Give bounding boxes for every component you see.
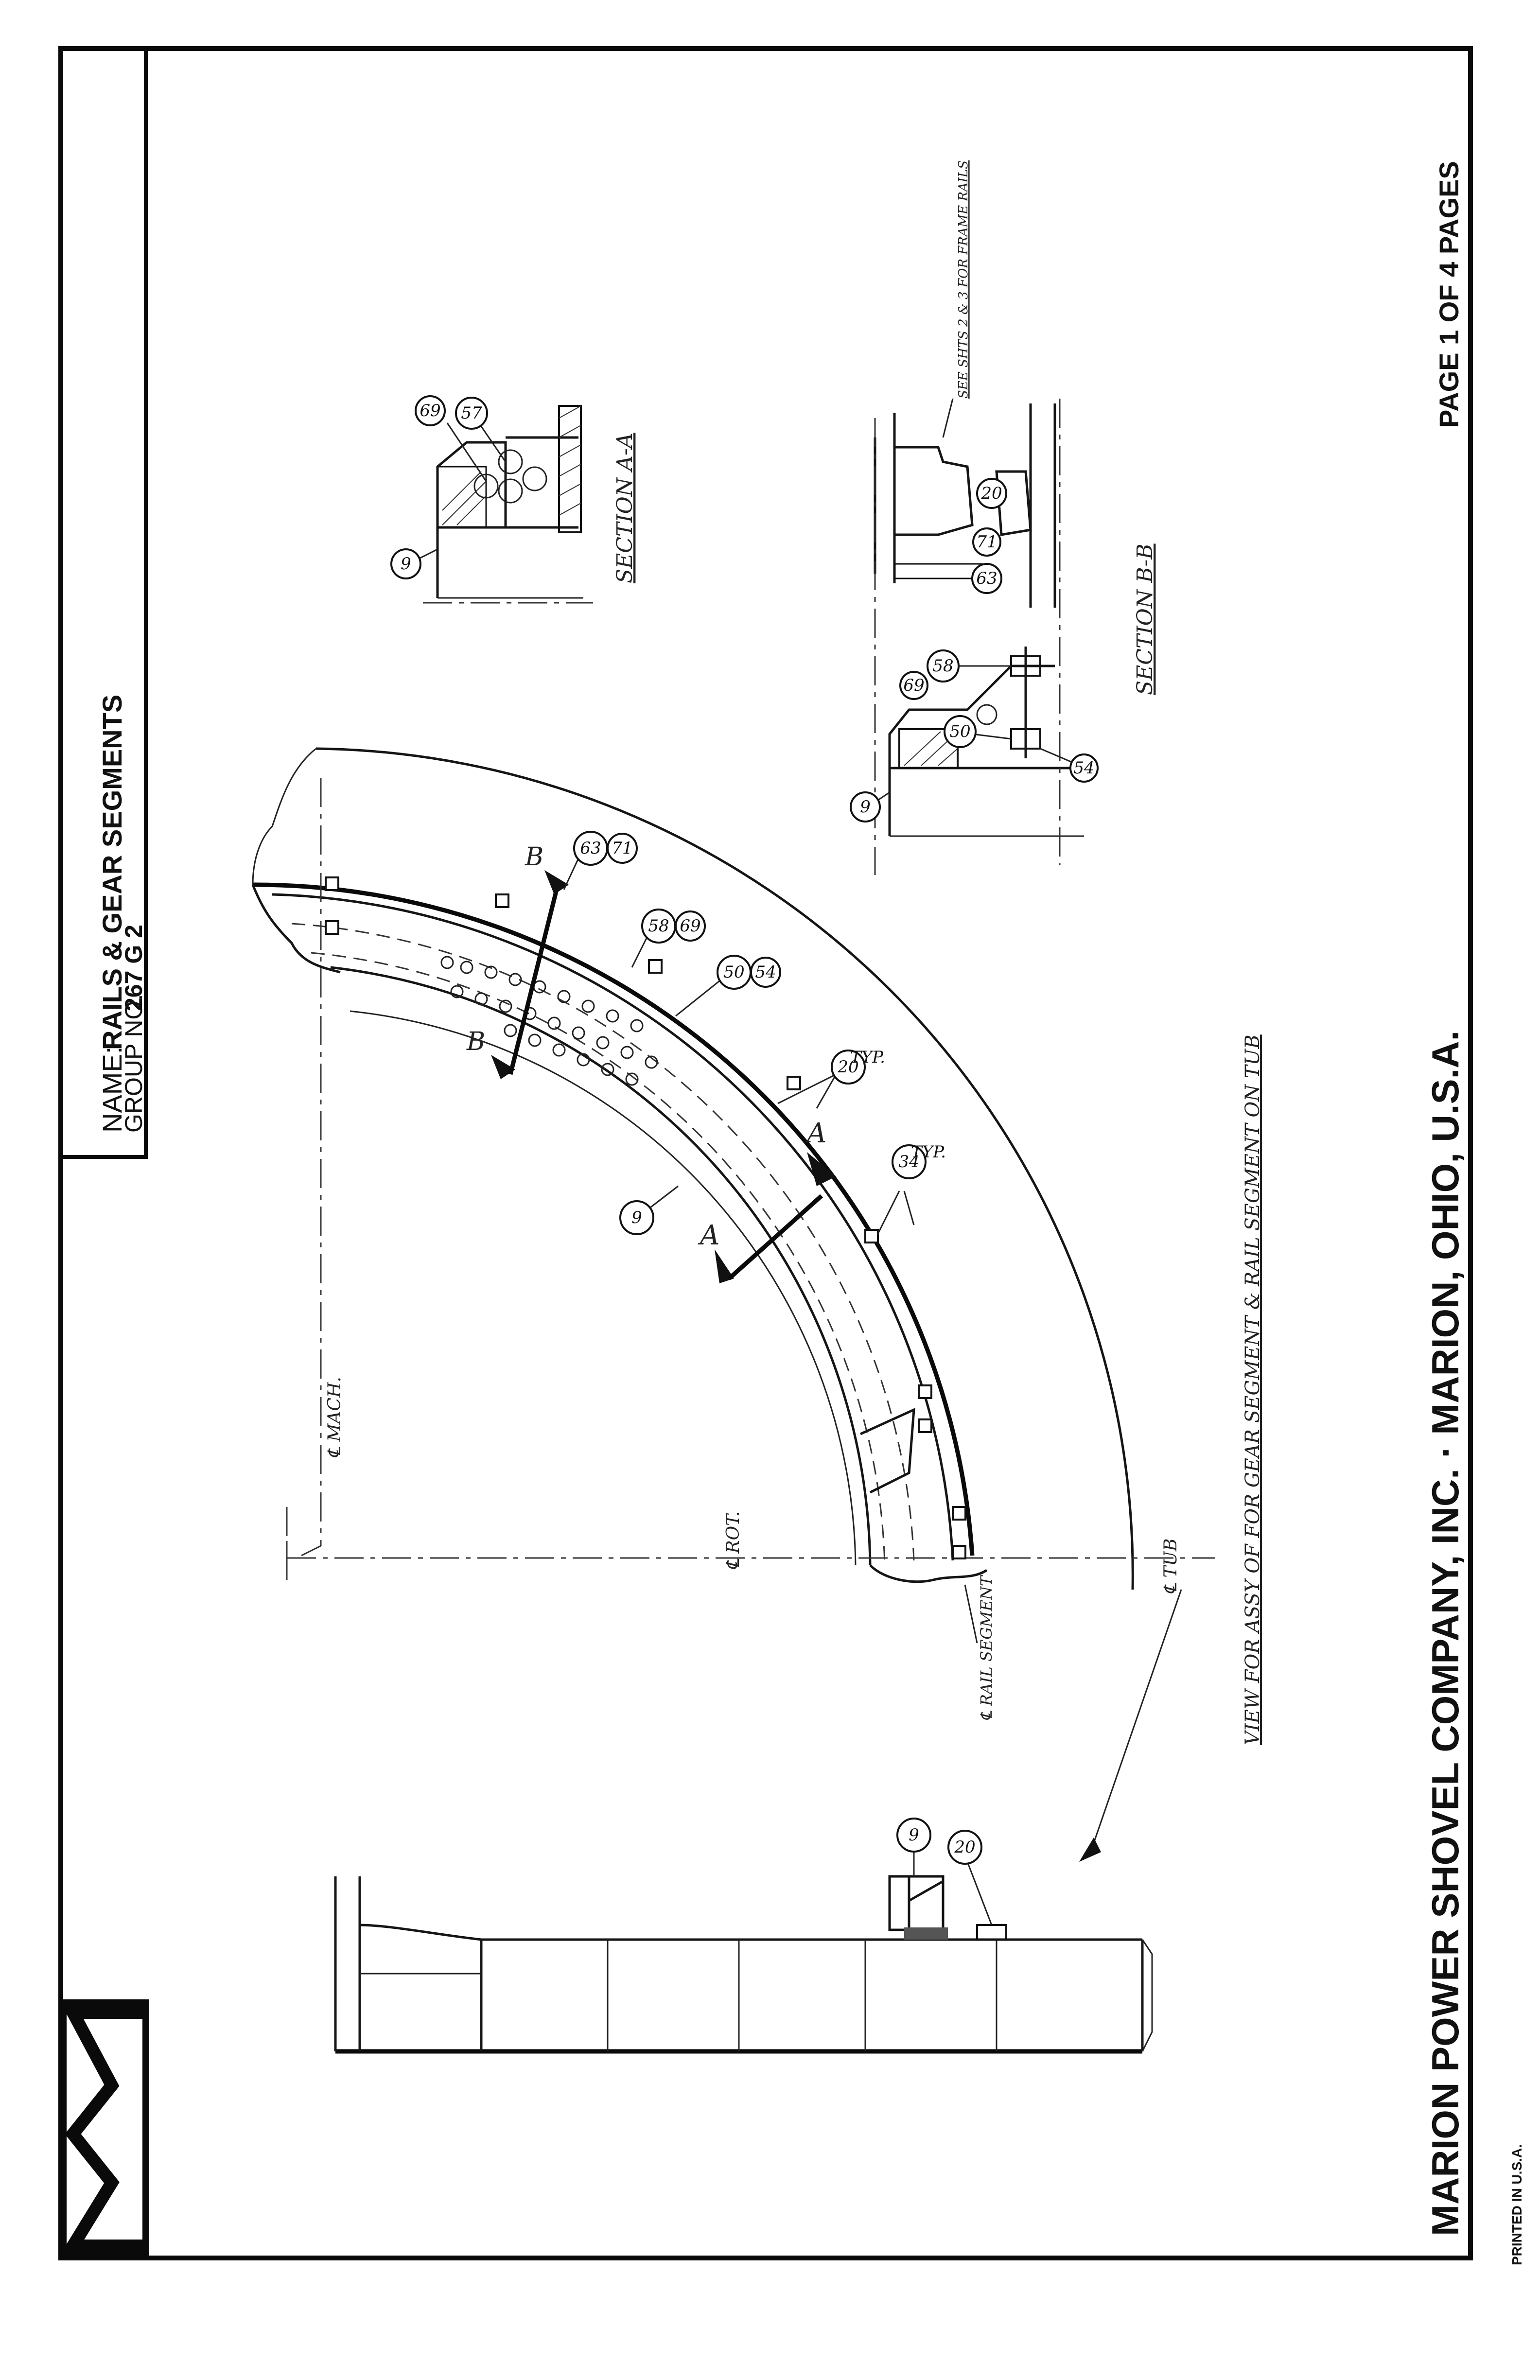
section-b-b-title: SECTION B-B (1133, 543, 1157, 695)
balloon-63-sec-b: 63 (971, 563, 1002, 594)
svg-text:71: 71 (612, 839, 632, 858)
bolt-pattern (440, 956, 658, 1086)
balloon-63-plan: 63 (563, 831, 608, 890)
balloon-20-elev: 20 (947, 1830, 993, 1925)
company-name: MARION POWER SHOVEL COMPANY, INC. · MARI… (1424, 1031, 1467, 2236)
balloon-71-plan: 71 (607, 833, 638, 864)
cut-a-label-1: A (698, 1220, 719, 1251)
name-label: NAME: (97, 1047, 127, 1133)
view-caption: VIEW FOR ASSY OF FOR GEAR SEGMENT & RAIL… (1242, 1034, 1264, 1745)
svg-text:9: 9 (631, 1208, 642, 1227)
svg-text:9: 9 (909, 1825, 919, 1845)
section-a-a-title: SECTION A-A (612, 433, 637, 583)
svg-text:54: 54 (755, 962, 776, 982)
svg-text:20: 20 (980, 484, 1002, 503)
svg-text:58: 58 (932, 656, 953, 676)
cut-a-a: A A (698, 1118, 836, 1283)
view-leader (1088, 1589, 1182, 1857)
cl-mach-label: ℄ MACH. (325, 1377, 345, 1458)
svg-text:58: 58 (648, 916, 669, 936)
balloon-69-sec-a: 69 (415, 395, 487, 482)
elevation-view: 9 20 (334, 1818, 1153, 2054)
svg-text:69: 69 (680, 916, 700, 936)
rail-clips (325, 876, 966, 1559)
section-b-b: 9 50 69 58 54 63 71 (850, 160, 1157, 875)
cl-tub-label: ℄ TUB (1161, 1539, 1181, 1594)
balloon-20-sec-b: 20 (976, 478, 1007, 509)
svg-text:9: 9 (401, 554, 411, 574)
svg-text:9: 9 (860, 797, 871, 817)
cut-b-label-1: B (466, 1027, 485, 1056)
group-value: 267 G 2 (120, 925, 147, 1011)
group-label: GROUP NO. (120, 994, 147, 1133)
cut-a-label-2: A (805, 1118, 826, 1149)
title-block: NAME: RAILS & GEAR SEGMENTS GROUP NO. 26… (59, 47, 148, 1159)
svg-text:69: 69 (420, 401, 440, 420)
balloon-69-sec-b: 69 (899, 671, 928, 700)
svg-text:63: 63 (976, 569, 997, 588)
marion-logo (60, 1999, 149, 2259)
name-value: RAILS & GEAR SEGMENTS (97, 695, 127, 1050)
see-frame-rails-note: SEE SHTS 2 & 3 FOR FRAME RAILS (956, 160, 971, 399)
svg-text:20: 20 (954, 1838, 975, 1857)
svg-text:50: 50 (949, 722, 970, 741)
svg-text:34: 34 (898, 1152, 919, 1172)
cut-b-b: B B (466, 842, 569, 1079)
balloon-50-plan: 50 (675, 955, 752, 1017)
typ-20: TYP. (850, 1048, 885, 1067)
balloon-57-sec-a: 57 (455, 397, 507, 462)
balloon-34-plan: 34 TYP. (876, 1142, 946, 1235)
svg-text:63: 63 (580, 839, 601, 858)
balloon-54-sec-b: 54 (1040, 748, 1099, 783)
balloon-71-sec-b: 71 (972, 527, 1001, 557)
balloon-58-plan: 58 (631, 909, 676, 968)
cl-rail-segment-label: ℄ RAIL SEGMENT (977, 1575, 996, 1721)
balloon-9-plan: 9 (619, 1185, 679, 1235)
typ-34: TYP. (911, 1142, 946, 1162)
balloon-20-plan: 20 TYP. (777, 1048, 885, 1109)
page-number: PAGE 1 OF 4 PAGES (1434, 161, 1464, 428)
balloon-9-sec-a: 9 (390, 548, 438, 579)
svg-text:54: 54 (1073, 758, 1094, 778)
section-a-a: 9 69 57 SECTION A-A (390, 395, 637, 604)
svg-text:50: 50 (723, 962, 744, 982)
balloon-50-sec-b: 50 (944, 715, 1012, 748)
balloon-69-plan: 69 (675, 910, 706, 942)
svg-text:71: 71 (976, 532, 997, 552)
balloon-54-plan: 54 (750, 957, 781, 988)
svg-text:57: 57 (461, 403, 482, 423)
balloon-9-elev: 9 (896, 1818, 931, 1876)
cut-b-label-2: B (525, 842, 543, 872)
balloon-9-sec-b: 9 (850, 791, 890, 822)
svg-text:20: 20 (837, 1057, 858, 1077)
printed-in-usa: PRINTED IN U.S.A. (1509, 2144, 1524, 2265)
svg-text:69: 69 (903, 676, 924, 695)
cl-rot-label: ℄ ROT. (723, 1511, 743, 1570)
plan-view: A A B B 9 20 TYP. 34 TYP. (251, 747, 1264, 1745)
balloon-58-sec-b: 58 (927, 649, 1011, 682)
